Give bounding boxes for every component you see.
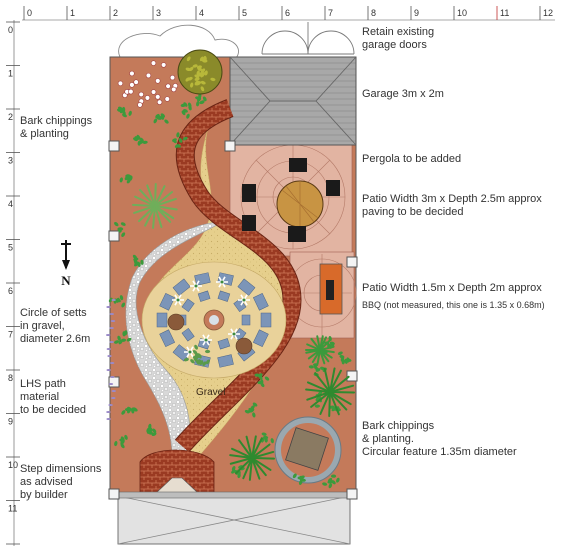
ruler-label: 10 [457,8,467,18]
ruler-label: 3 [156,8,161,18]
note-steps: Step dimensions as advised by builder [20,463,101,502]
note-bbq: BBQ (not measured, this one is 1.35 x 0.… [362,299,545,312]
circular-feature [275,417,341,483]
ruler-label: 3 [8,156,13,166]
ruler-label: 4 [8,199,13,209]
note-patio-large: Patio Width 3m x Depth 2.5m approx pavin… [362,193,542,219]
ruler-label: 5 [242,8,247,18]
note-garage: Garage 3m x 2m [362,88,444,101]
north-arrow [61,240,71,270]
ruler-label: 5 [8,243,13,253]
north-label: N [61,273,71,288]
note-circle-setts: Circle of setts in gravel, diameter 2.6m [20,307,90,346]
bbq [320,264,342,314]
circle-of-setts [142,262,286,378]
label-gravel: Gravel [196,386,225,399]
ruler-label: 7 [328,8,333,18]
ruler-label: 11 [500,8,509,18]
ruler-label: 2 [113,8,118,18]
ruler-label: 4 [199,8,204,18]
ruler-label: 1 [70,8,75,18]
ruler-label: 12 [543,8,553,18]
note-lhs-path: LHS path material to be decided [20,378,86,417]
ruler-label: 8 [8,373,13,383]
ruler-label: 6 [285,8,290,18]
note-pergola: Pergola to be added [362,153,461,166]
ruler-label: 6 [8,286,13,296]
ruler-label: 7 [8,330,13,340]
ruler-label: 8 [371,8,376,18]
bottom-deck [118,492,350,544]
steps-area [140,450,214,494]
shrub-outline [119,25,239,58]
ruler-label: 1 [8,69,13,79]
ruler-label: 0 [8,25,13,35]
ruler-label: 9 [414,8,419,18]
ruler-label: 11 [8,504,17,514]
note-patio-small: Patio Width 1.5m x Depth 2m approx [362,282,542,295]
note-garage-doors: Retain existing garage doors [362,26,434,52]
ruler-label: 0 [27,8,32,18]
note-bark-left: Bark chippings & planting [20,115,92,141]
garage-roof [230,57,356,145]
ruler-label: 2 [8,112,13,122]
ruler-label: 10 [8,460,18,470]
note-bark-right: Bark chippings & planting. Circular feat… [362,420,517,459]
garage-doors-outline [262,22,354,54]
ruler-label: 9 [8,417,13,427]
